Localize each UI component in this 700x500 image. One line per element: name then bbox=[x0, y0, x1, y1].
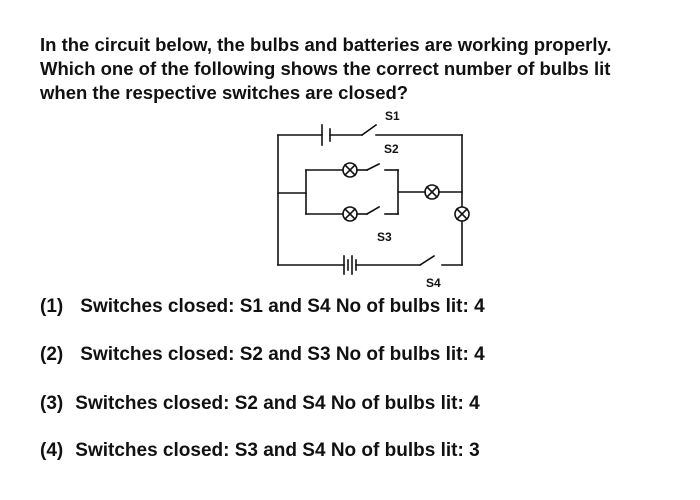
battery-bottom bbox=[343, 255, 357, 275]
switch-s1 bbox=[360, 123, 378, 137]
switch-label-s2: S2 bbox=[384, 142, 399, 156]
option-number: (3) bbox=[40, 393, 64, 414]
switch-s2 bbox=[365, 162, 381, 172]
option-number: (4) bbox=[40, 440, 64, 461]
option-3[interactable]: (3) Switches closed: S2 and S4 No of bul… bbox=[40, 393, 480, 415]
switch-s4 bbox=[418, 254, 436, 267]
option-text: Switches closed: S3 and S4 No of bulbs l… bbox=[75, 440, 480, 461]
option-text: Switches closed: S1 and S4 No of bulbs l… bbox=[80, 296, 485, 317]
question-text: In the circuit below, the bulbs and batt… bbox=[40, 33, 690, 105]
switch-label-s1: S1 bbox=[385, 109, 400, 123]
battery-top bbox=[321, 124, 331, 146]
option-1[interactable]: (1) Switches closed: S1 and S4 No of bul… bbox=[40, 296, 485, 318]
bulb-icon-right bbox=[454, 206, 470, 222]
option-text: Switches closed: S2 and S3 No of bulbs l… bbox=[80, 344, 485, 365]
option-4[interactable]: (4) Switches closed: S3 and S4 No of bul… bbox=[40, 440, 480, 462]
bulb-icon-middle bbox=[424, 184, 440, 200]
circuit-diagram: S1 S2 S3 S4 bbox=[277, 109, 470, 289]
bulb-icon-lower bbox=[342, 206, 358, 222]
question-line-3: when the respective switches are closed? bbox=[40, 82, 409, 103]
option-number: (2) bbox=[40, 344, 64, 365]
switch-label-s3: S3 bbox=[377, 230, 392, 244]
option-number: (1) bbox=[40, 296, 64, 317]
switch-label-s4: S4 bbox=[426, 276, 441, 289]
question-line-2: Which one of the following shows the cor… bbox=[40, 58, 611, 79]
option-text: Switches closed: S2 and S4 No of bulbs l… bbox=[75, 393, 480, 414]
option-2[interactable]: (2) Switches closed: S2 and S3 No of bul… bbox=[40, 344, 485, 366]
switch-s3 bbox=[365, 205, 381, 216]
question-line-1: In the circuit below, the bulbs and batt… bbox=[40, 34, 612, 55]
bulb-icon-upper bbox=[342, 162, 358, 178]
